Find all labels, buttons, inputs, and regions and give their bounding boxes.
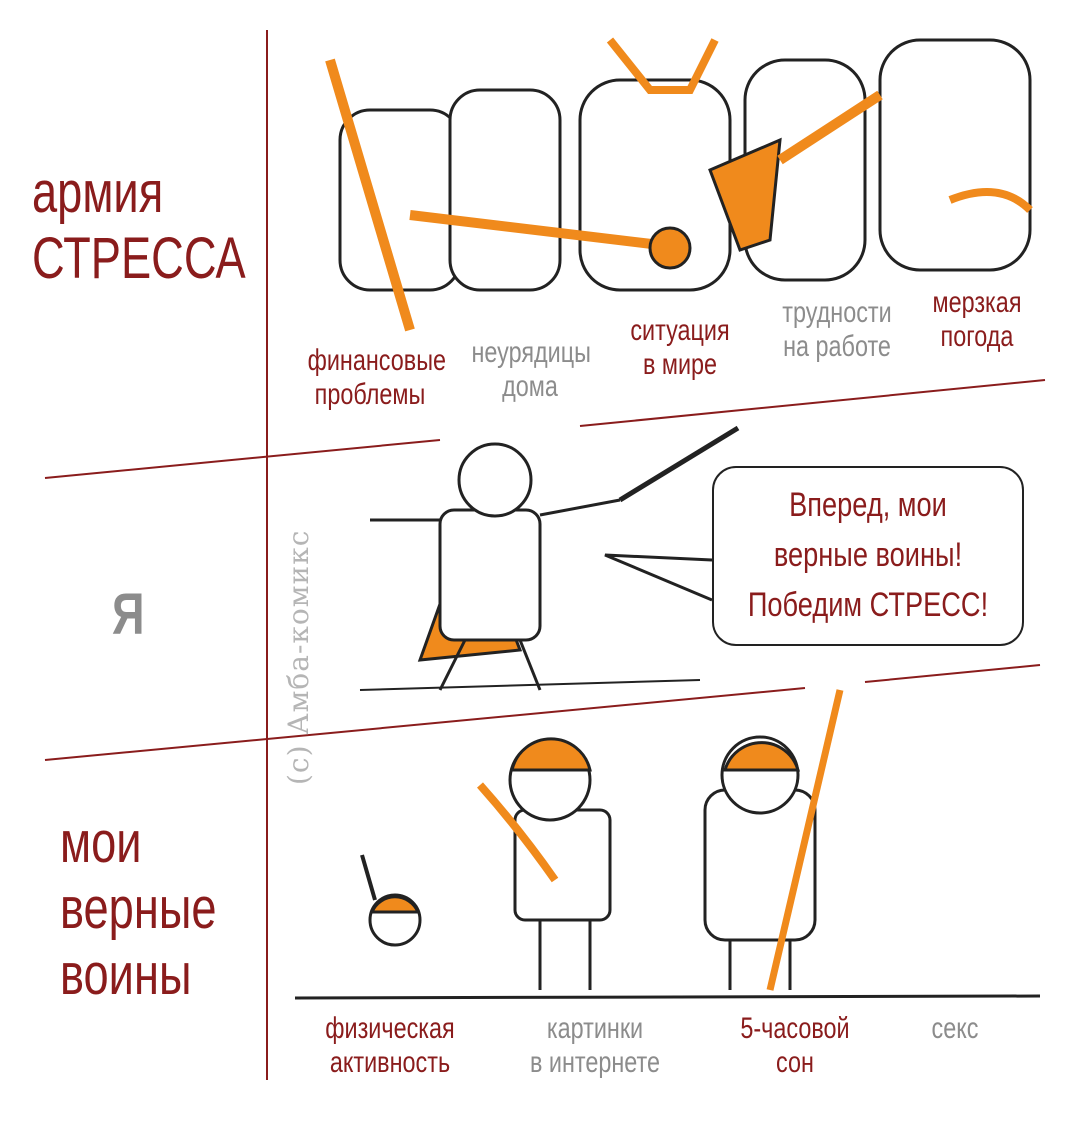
pike: [325, 58, 415, 332]
hammer: [777, 90, 883, 165]
label-line: ситуация: [630, 314, 730, 347]
label-line: проблемы: [314, 378, 426, 411]
speech-line3: Победим СТРЕСС!: [747, 586, 989, 624]
middle-helmet: [510, 737, 592, 772]
label-sex: секс: [912, 1012, 998, 1046]
label-line: финансовые: [307, 344, 447, 377]
mace-handle: [409, 210, 661, 250]
army-title: армия СТРЕССА: [32, 160, 246, 292]
label-line: трудности: [782, 296, 892, 329]
sword-orange: [948, 188, 1033, 213]
label-line: активность: [329, 1046, 451, 1079]
horns: [606, 37, 719, 94]
right-arm: [539, 498, 621, 517]
torso: [438, 508, 542, 642]
bucket-helmet-figure: [878, 38, 1032, 272]
speech-bubble: Вперед, мои верные воины! Победим СТРЕСС…: [712, 466, 1024, 646]
label-line: в интернете: [529, 1046, 661, 1079]
sword: [618, 425, 740, 503]
head: [457, 442, 533, 518]
mace-head: [648, 226, 692, 270]
speech-text: Вперед, мои верные воины! Победим СТРЕСС…: [745, 480, 991, 630]
floor-line: [359, 679, 701, 691]
divider-top-left: [44, 439, 441, 479]
warrior-figures: [360, 689, 844, 991]
label-line: в мире: [642, 348, 718, 381]
small-helmet: [369, 895, 421, 914]
speech-line1: Вперед, мои: [789, 486, 947, 524]
curved-sword: [477, 782, 559, 883]
label-line: погода: [940, 320, 1014, 353]
spear: [766, 689, 844, 991]
divider-bottom-right: [864, 664, 1041, 683]
warriors-title-line2: верные: [60, 876, 217, 941]
speech-line2: верные воины!: [773, 536, 963, 574]
stress-army-figures: [325, 37, 1033, 332]
label-line: на работе: [783, 330, 891, 363]
me-title: Я: [112, 582, 145, 647]
label-line: сон: [776, 1046, 814, 1079]
ground-line: [294, 994, 1041, 1000]
watermark: (c) Амба-комикс: [282, 529, 315, 785]
warriors-title: мои верные воины: [60, 810, 217, 1008]
hero-figure: [359, 425, 740, 691]
helmet-figure: [448, 88, 562, 292]
divider-top-right: [579, 379, 1046, 427]
label-line: мерзкая: [932, 286, 1022, 319]
label-line: неурядицы: [471, 336, 591, 369]
label-line: дома: [502, 370, 558, 403]
small-sword: [360, 854, 377, 901]
label-line: картинки: [546, 1012, 644, 1045]
label-line: секс: [931, 1012, 979, 1045]
right-leg: [518, 639, 542, 691]
dividers: [44, 30, 1046, 1080]
divider-bottom-left: [44, 687, 806, 761]
warriors-title-line3: воины: [60, 942, 192, 1007]
bubble-tail: [604, 553, 713, 602]
army-title-line2: СТРЕССА: [32, 226, 246, 291]
label-line: физическая: [325, 1012, 455, 1045]
label-line: 5-часовой: [740, 1012, 850, 1045]
shield: [708, 137, 782, 252]
tall-helmet: [723, 741, 800, 772]
army-title-line1: армия: [32, 160, 164, 225]
middle-warrior-body: [513, 808, 612, 922]
warriors-title-line1: мои: [60, 810, 142, 875]
left-leg: [438, 639, 467, 691]
